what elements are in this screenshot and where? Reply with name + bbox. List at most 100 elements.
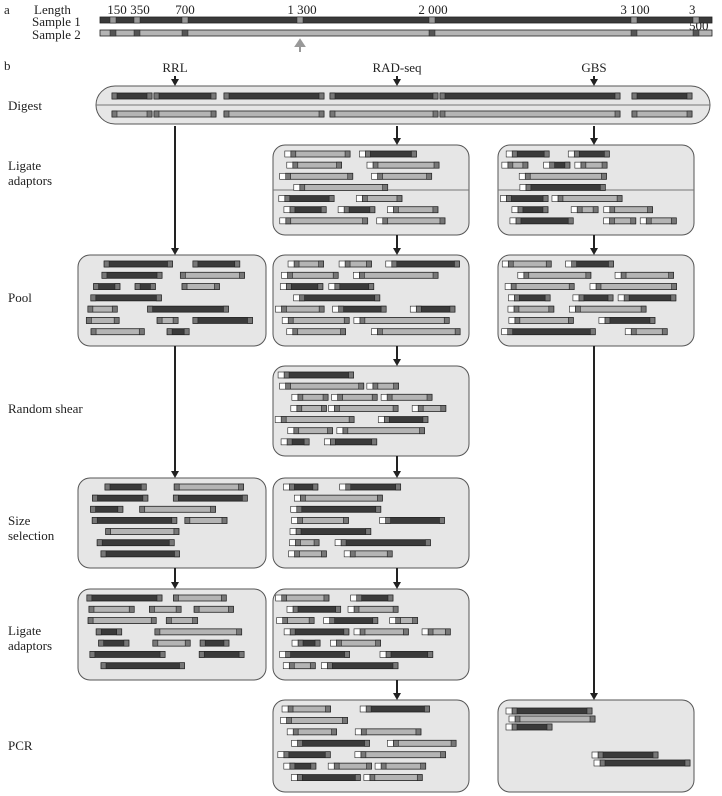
dna-fragment <box>340 539 431 547</box>
cut-site <box>427 628 434 636</box>
cut-site <box>396 195 403 202</box>
adaptor <box>379 651 387 658</box>
cut-site <box>391 260 398 268</box>
cut-site <box>393 206 399 214</box>
adaptor <box>387 739 394 747</box>
adaptor <box>572 294 580 302</box>
cut-site <box>292 605 299 613</box>
adaptor <box>507 305 515 313</box>
cut-site <box>684 759 691 767</box>
adaptor <box>366 161 374 169</box>
cut-site <box>299 184 306 191</box>
cut-site <box>377 328 383 336</box>
method-gbs: GBS <box>581 60 607 75</box>
cut-site <box>292 161 299 169</box>
adaptor <box>543 161 550 169</box>
cut-site <box>365 528 372 535</box>
dna-fragment <box>358 271 439 279</box>
adaptor <box>283 206 291 214</box>
adaptor <box>339 483 347 491</box>
dna-fragment <box>360 751 447 759</box>
cut-site <box>513 305 520 313</box>
cut-site <box>223 110 230 118</box>
dna-fragment <box>173 594 227 602</box>
dna-fragment <box>283 751 331 759</box>
dna-fragment <box>287 271 339 279</box>
cut-site <box>342 427 349 435</box>
adaptor <box>385 260 393 268</box>
adaptor <box>293 184 301 191</box>
dna-fragment <box>514 715 596 723</box>
arrowhead-icon <box>590 248 598 255</box>
cut-site <box>184 517 191 524</box>
cut-site <box>156 294 162 302</box>
cut-site <box>90 328 97 336</box>
adaptor <box>286 605 294 613</box>
cut-site <box>111 305 118 313</box>
restriction-site <box>109 29 117 37</box>
cut-site <box>166 617 172 624</box>
adaptor <box>354 728 362 736</box>
adaptor <box>565 260 572 268</box>
cut-site <box>380 762 387 770</box>
adaptor <box>284 150 292 158</box>
cut-site <box>336 161 342 169</box>
dna-fragment <box>515 217 574 225</box>
restriction-site <box>109 16 117 24</box>
cut-site <box>287 317 294 324</box>
cut-site <box>614 92 621 100</box>
adaptor <box>291 393 299 401</box>
cut-site <box>511 150 518 158</box>
cut-site <box>88 605 95 613</box>
cut-site <box>146 92 153 100</box>
cut-site <box>345 483 352 491</box>
cut-site <box>647 206 653 214</box>
adaptor <box>278 195 286 202</box>
dna-fragment <box>359 628 409 636</box>
cut-site <box>138 328 145 336</box>
cut-site <box>184 639 191 647</box>
dna-fragment <box>90 328 145 336</box>
cut-site <box>287 271 293 279</box>
cut-site <box>289 483 295 491</box>
cut-site <box>318 260 324 268</box>
adaptor <box>286 328 294 336</box>
cut-site <box>372 382 379 390</box>
cut-site <box>599 759 606 767</box>
cut-site <box>314 639 321 647</box>
cut-site <box>285 217 292 225</box>
cut-site <box>578 294 585 302</box>
cut-site <box>238 483 244 491</box>
cut-site <box>286 717 292 724</box>
cut-site <box>325 705 331 713</box>
cut-site <box>652 751 659 759</box>
cut-site <box>123 639 130 647</box>
cut-site <box>440 405 447 412</box>
cut-site <box>353 605 360 613</box>
cut-site <box>362 217 368 225</box>
cut-site <box>361 195 368 202</box>
dna-fragment <box>385 517 445 524</box>
cut-site <box>179 662 185 670</box>
cut-site <box>608 260 614 268</box>
cut-site <box>111 92 118 100</box>
cut-site <box>156 594 163 602</box>
cut-site <box>210 92 217 100</box>
dna-fragment <box>153 92 217 100</box>
dna-fragment <box>297 739 370 747</box>
cut-site <box>386 393 393 401</box>
dna-fragment <box>329 110 439 118</box>
cut-site <box>326 662 333 670</box>
cut-site <box>327 427 333 435</box>
cut-site <box>105 528 111 535</box>
dna-fragment <box>513 294 551 302</box>
cut-site <box>336 639 342 647</box>
cut-site <box>427 651 434 658</box>
cut-site <box>609 217 615 225</box>
cut-site <box>630 328 637 336</box>
tick-1300: 1 300 <box>287 2 317 17</box>
cut-site <box>616 195 623 202</box>
tick-350: 350 <box>130 2 150 17</box>
adaptor <box>328 283 336 290</box>
cut-site <box>296 405 303 412</box>
